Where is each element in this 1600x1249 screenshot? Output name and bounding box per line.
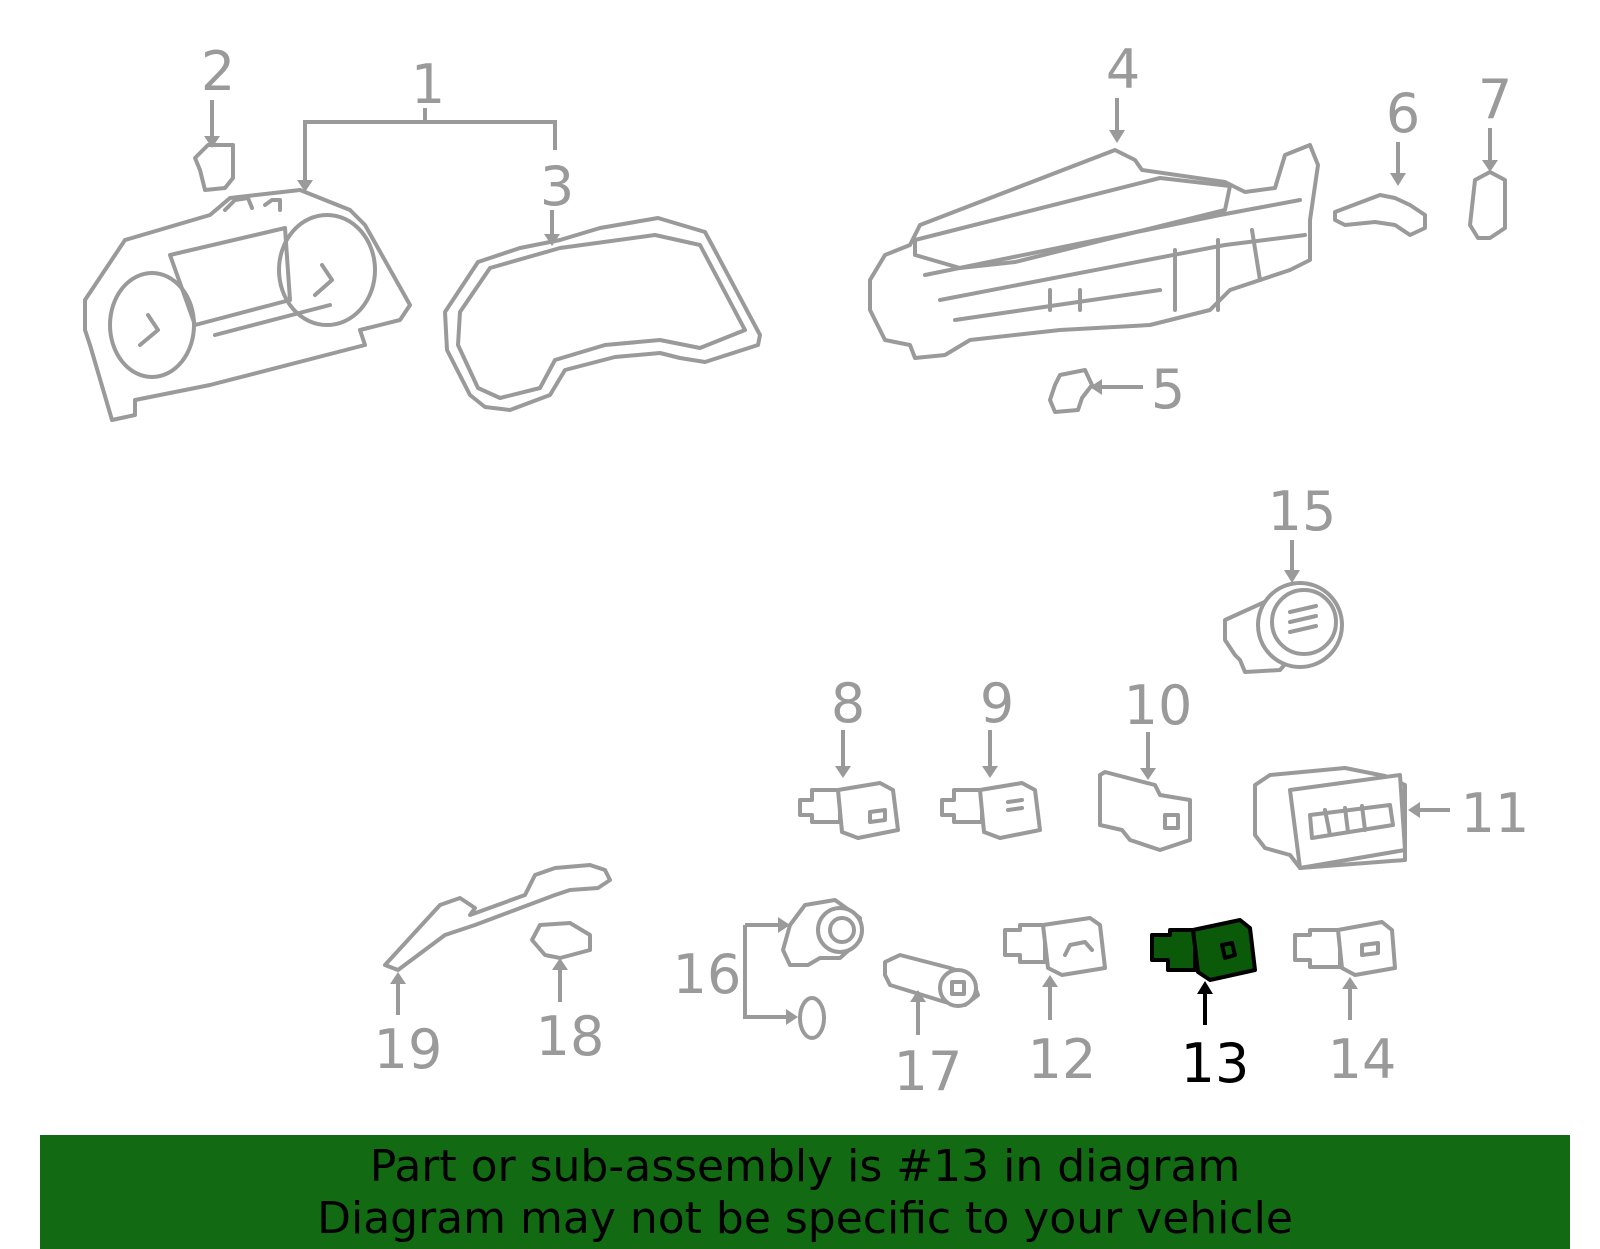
part-19-lever[interactable] xyxy=(383,863,612,972)
info-banner: Part or sub-assembly is #13 in diagram D… xyxy=(40,1135,1570,1249)
part-13-switch-highlighted[interactable] xyxy=(1150,918,1257,982)
callout-6: 6 xyxy=(1386,82,1420,145)
part-11-control-panel[interactable] xyxy=(1253,766,1407,870)
part-5-clip[interactable] xyxy=(1048,368,1094,414)
callout-18: 18 xyxy=(536,1005,605,1068)
callout-15: 15 xyxy=(1268,480,1337,543)
part-8-switch[interactable] xyxy=(798,781,900,840)
part-3-lens[interactable] xyxy=(443,216,762,412)
callout-7: 7 xyxy=(1478,68,1512,131)
callout-17: 17 xyxy=(894,1040,963,1103)
part-12-switch[interactable] xyxy=(1003,916,1107,977)
part-9-switch[interactable] xyxy=(940,781,1042,840)
part-4-housing[interactable] xyxy=(868,143,1320,360)
callout-10: 10 xyxy=(1124,674,1193,737)
part-2-clip[interactable] xyxy=(193,143,235,192)
callout-13: 13 xyxy=(1181,1032,1250,1095)
callout-9: 9 xyxy=(980,672,1014,735)
part-15-start-switch[interactable] xyxy=(1223,581,1344,674)
part-18-clip[interactable] xyxy=(530,921,592,960)
callout-3: 3 xyxy=(540,155,574,218)
part-14-switch[interactable] xyxy=(1293,920,1397,977)
callout-12: 12 xyxy=(1028,1028,1097,1091)
part-6-connector[interactable] xyxy=(1333,193,1427,237)
part-7-bulb[interactable] xyxy=(1468,170,1507,240)
callout-19: 19 xyxy=(374,1018,443,1081)
callout-16: 16 xyxy=(673,943,742,1006)
callout-2: 2 xyxy=(201,40,235,103)
callout-11: 11 xyxy=(1461,782,1530,845)
part-1-instrument-cluster[interactable] xyxy=(83,188,412,422)
part-17-socket[interactable] xyxy=(883,953,980,1008)
banner-line-disclaimer: Diagram may not be specific to your vehi… xyxy=(317,1193,1293,1244)
callout-14: 14 xyxy=(1328,1028,1397,1091)
parts-diagram: 2 1 3 4 5 6 7 15 8 9 10 11 12 13 14 16 1… xyxy=(83,38,1530,1103)
callout-1: 1 xyxy=(411,53,445,116)
callout-4: 4 xyxy=(1106,38,1140,101)
leader-lines xyxy=(204,98,1498,1035)
banner-line-part: Part or sub-assembly is #13 in diagram xyxy=(369,1141,1241,1192)
part-16-lock-cylinder[interactable] xyxy=(781,898,864,1040)
callout-8: 8 xyxy=(831,672,865,735)
callout-5: 5 xyxy=(1151,358,1185,421)
part-10-module[interactable] xyxy=(1098,770,1192,852)
